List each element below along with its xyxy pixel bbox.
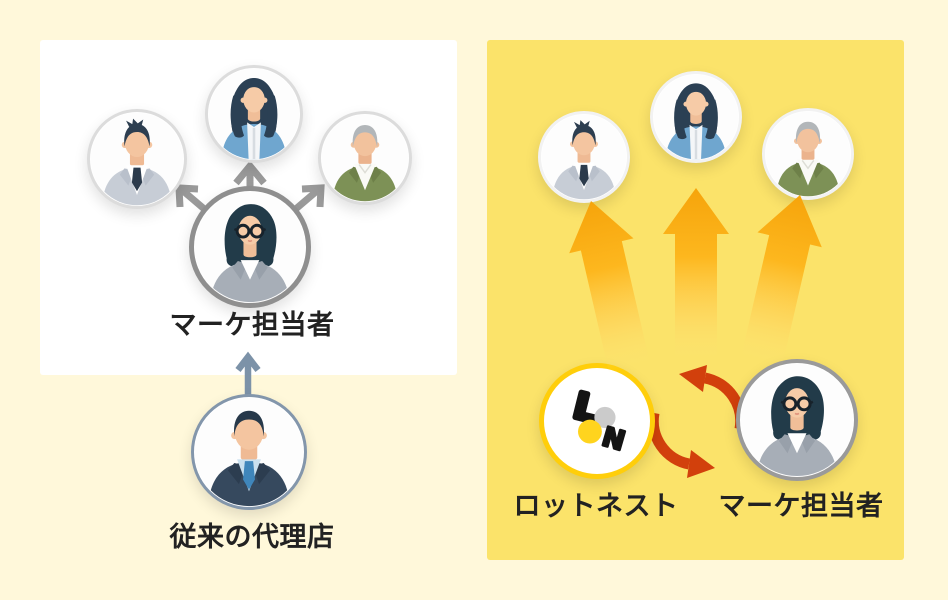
agency-avatar-icon: [194, 397, 304, 507]
agency-label: 従来の代理店: [169, 522, 335, 552]
right-client-businesswoman-avatar: [650, 71, 742, 163]
right-marketer-avatar: [736, 359, 858, 481]
businesswoman-avatar-icon: [208, 68, 300, 160]
right-marketer-label: マーケ担当者: [718, 491, 884, 521]
senior-avatar-icon: [765, 111, 851, 197]
client-senior-avatar: [318, 111, 412, 205]
senior-avatar-icon: [321, 114, 409, 202]
businessman-avatar-icon: [90, 112, 184, 206]
right-client-businessman-avatar: [538, 111, 630, 203]
agency-avatar: [191, 394, 307, 510]
client-businesswoman-avatar: [205, 65, 303, 163]
marketer-avatar-icon: [194, 191, 306, 303]
logo-gray-dot: [594, 406, 616, 429]
right-client-senior-avatar: [762, 108, 854, 200]
client-businessman-avatar: [87, 109, 187, 209]
left-marketer-label: マーケ担当者: [169, 310, 335, 340]
lotnest-logo-icon: L N: [567, 383, 630, 459]
marketer-avatar-icon: [740, 363, 854, 477]
businessman-avatar-icon: [541, 114, 627, 200]
businesswoman-avatar-icon: [653, 74, 739, 160]
left-marketer-avatar: [189, 186, 311, 308]
lotnest-label: ロットネスト: [513, 491, 679, 521]
logo-yellow-dot: [578, 419, 602, 444]
lotnest-logo: L N: [539, 363, 655, 479]
